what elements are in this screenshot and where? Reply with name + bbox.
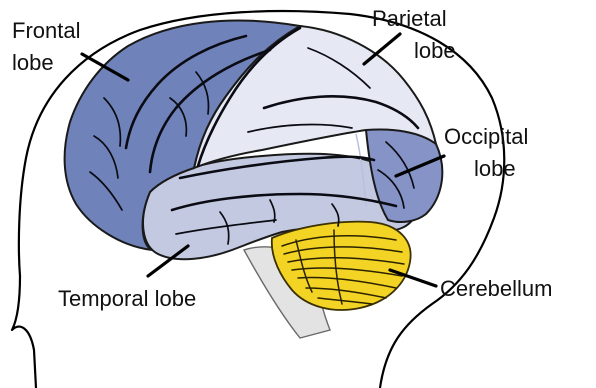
parietal-label-line2: lobe xyxy=(414,38,456,63)
occipital-label-line1: Occipital xyxy=(444,124,528,149)
frontal-label-line1: Frontal xyxy=(12,18,80,43)
parietal-label-line1: Parietal xyxy=(372,6,447,31)
cerebellum-label: Cerebellum xyxy=(440,276,553,301)
occipital-label-line2: lobe xyxy=(474,156,516,181)
frontal-label-line2: lobe xyxy=(12,50,54,75)
temporal-label: Temporal lobe xyxy=(58,286,196,311)
